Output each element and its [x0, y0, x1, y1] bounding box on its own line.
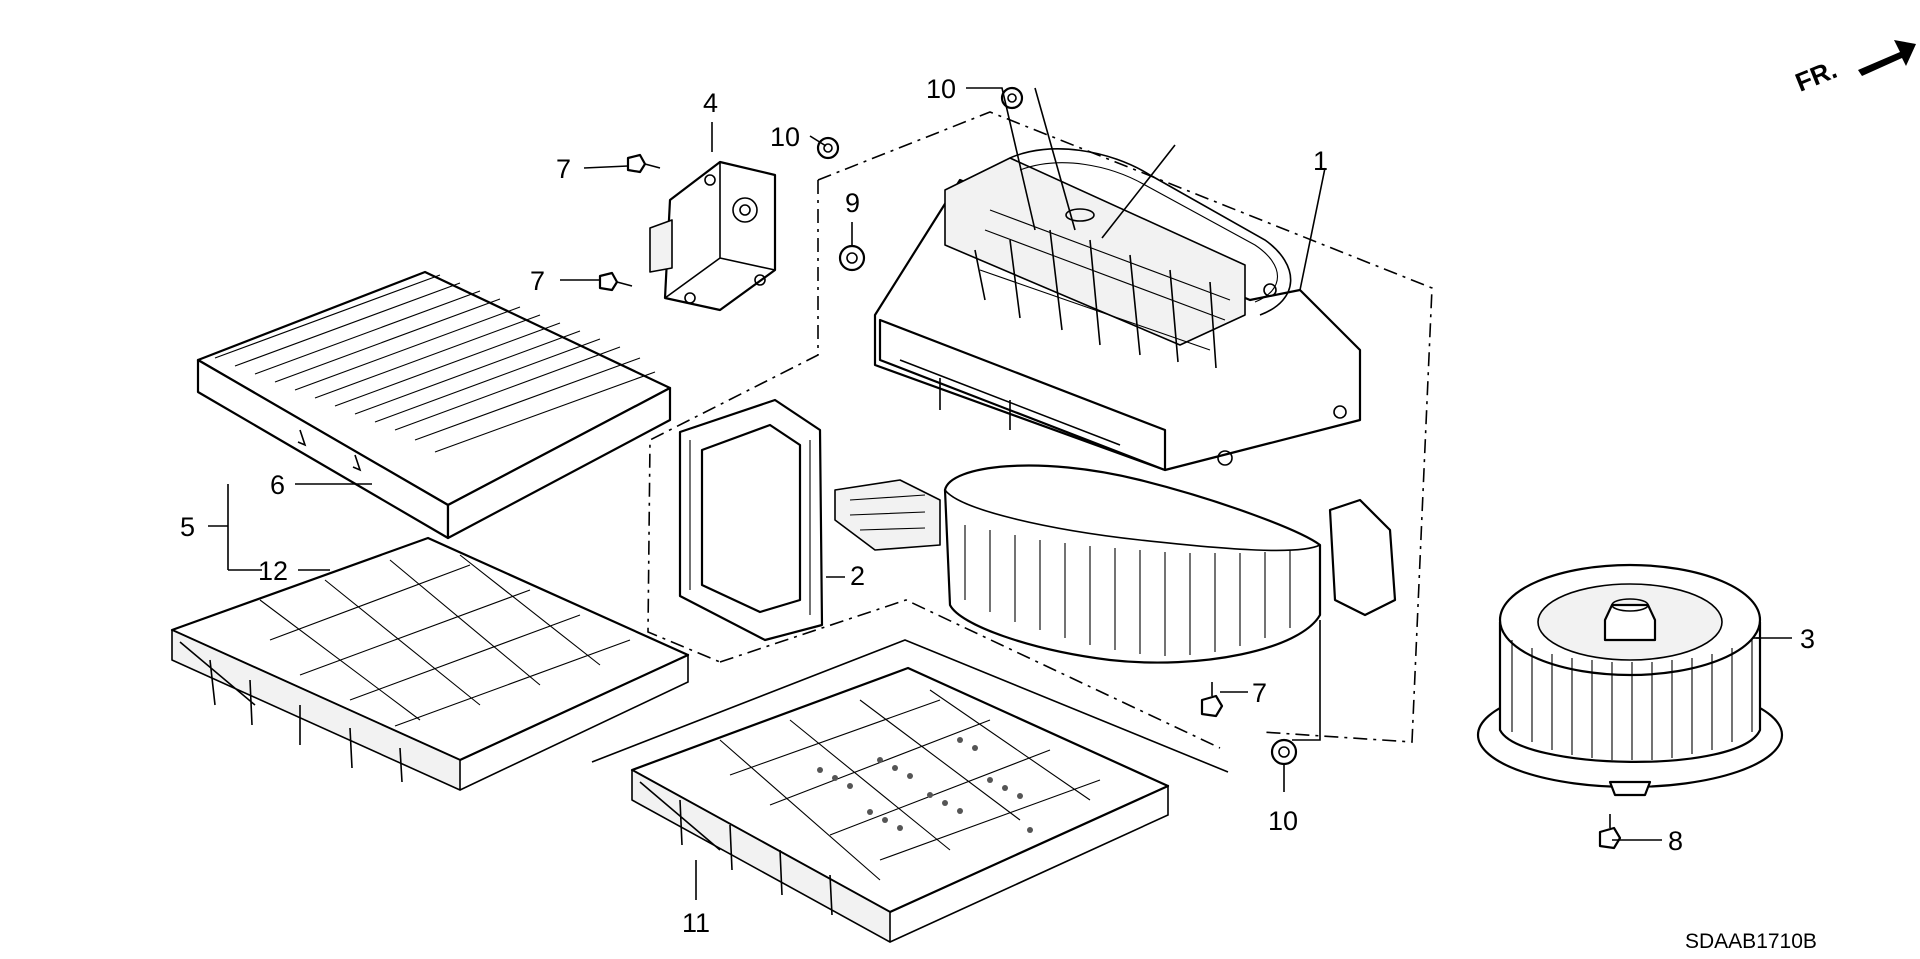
callout-9: 9 [845, 188, 860, 218]
callout-10-top: 10 [926, 74, 956, 104]
floor-line [591, 639, 1229, 773]
fastener-screw-7b [598, 271, 633, 292]
front-arrow-icon [1858, 40, 1916, 76]
filter-lid-lower [630, 666, 1170, 943]
case-outline-left [647, 180, 819, 663]
callout-1: 1 [1313, 146, 1328, 176]
recirculation-actuator [649, 160, 777, 312]
callout-7-lower: 7 [1252, 678, 1267, 708]
callout-7-middle: 7 [530, 266, 545, 296]
front-direction-label: FR. [1791, 54, 1841, 98]
fastener-clip-9 [838, 244, 866, 272]
callout-6: 6 [270, 470, 285, 500]
blower-case [834, 148, 1397, 664]
case-outline-bottom [719, 599, 1221, 749]
callout-12: 12 [258, 556, 288, 586]
filter-grid-holes [817, 737, 1033, 833]
callout-8: 8 [1668, 826, 1683, 856]
leader-lines [208, 87, 1792, 900]
callout-4: 4 [703, 88, 718, 118]
blower-motor [1476, 563, 1784, 797]
callout-3: 3 [1800, 624, 1815, 654]
fastener-screw-7c [1200, 682, 1224, 718]
callout-10-left: 10 [770, 122, 800, 152]
drawing-code: SDAAB1710B [1685, 930, 1817, 953]
fastener-screw-8 [1598, 814, 1622, 850]
case-seal [678, 398, 824, 642]
callout-11: 11 [682, 908, 710, 938]
callout-10-bottom: 10 [1268, 806, 1298, 836]
air-filter-element [196, 270, 672, 540]
callout-7-upper: 7 [556, 154, 571, 184]
callout-2: 2 [850, 561, 865, 591]
fastener-nut-10c [1270, 738, 1298, 766]
filter-lid-upper [170, 536, 690, 791]
fastener-nut-10a [1000, 86, 1024, 110]
fastener-nut-10b [816, 136, 840, 160]
front-direction-indicator: FR. [1791, 40, 1916, 98]
callout-5: 5 [180, 512, 195, 542]
fastener-screw-7a [626, 153, 661, 174]
main-assembly-outline [817, 111, 1433, 743]
